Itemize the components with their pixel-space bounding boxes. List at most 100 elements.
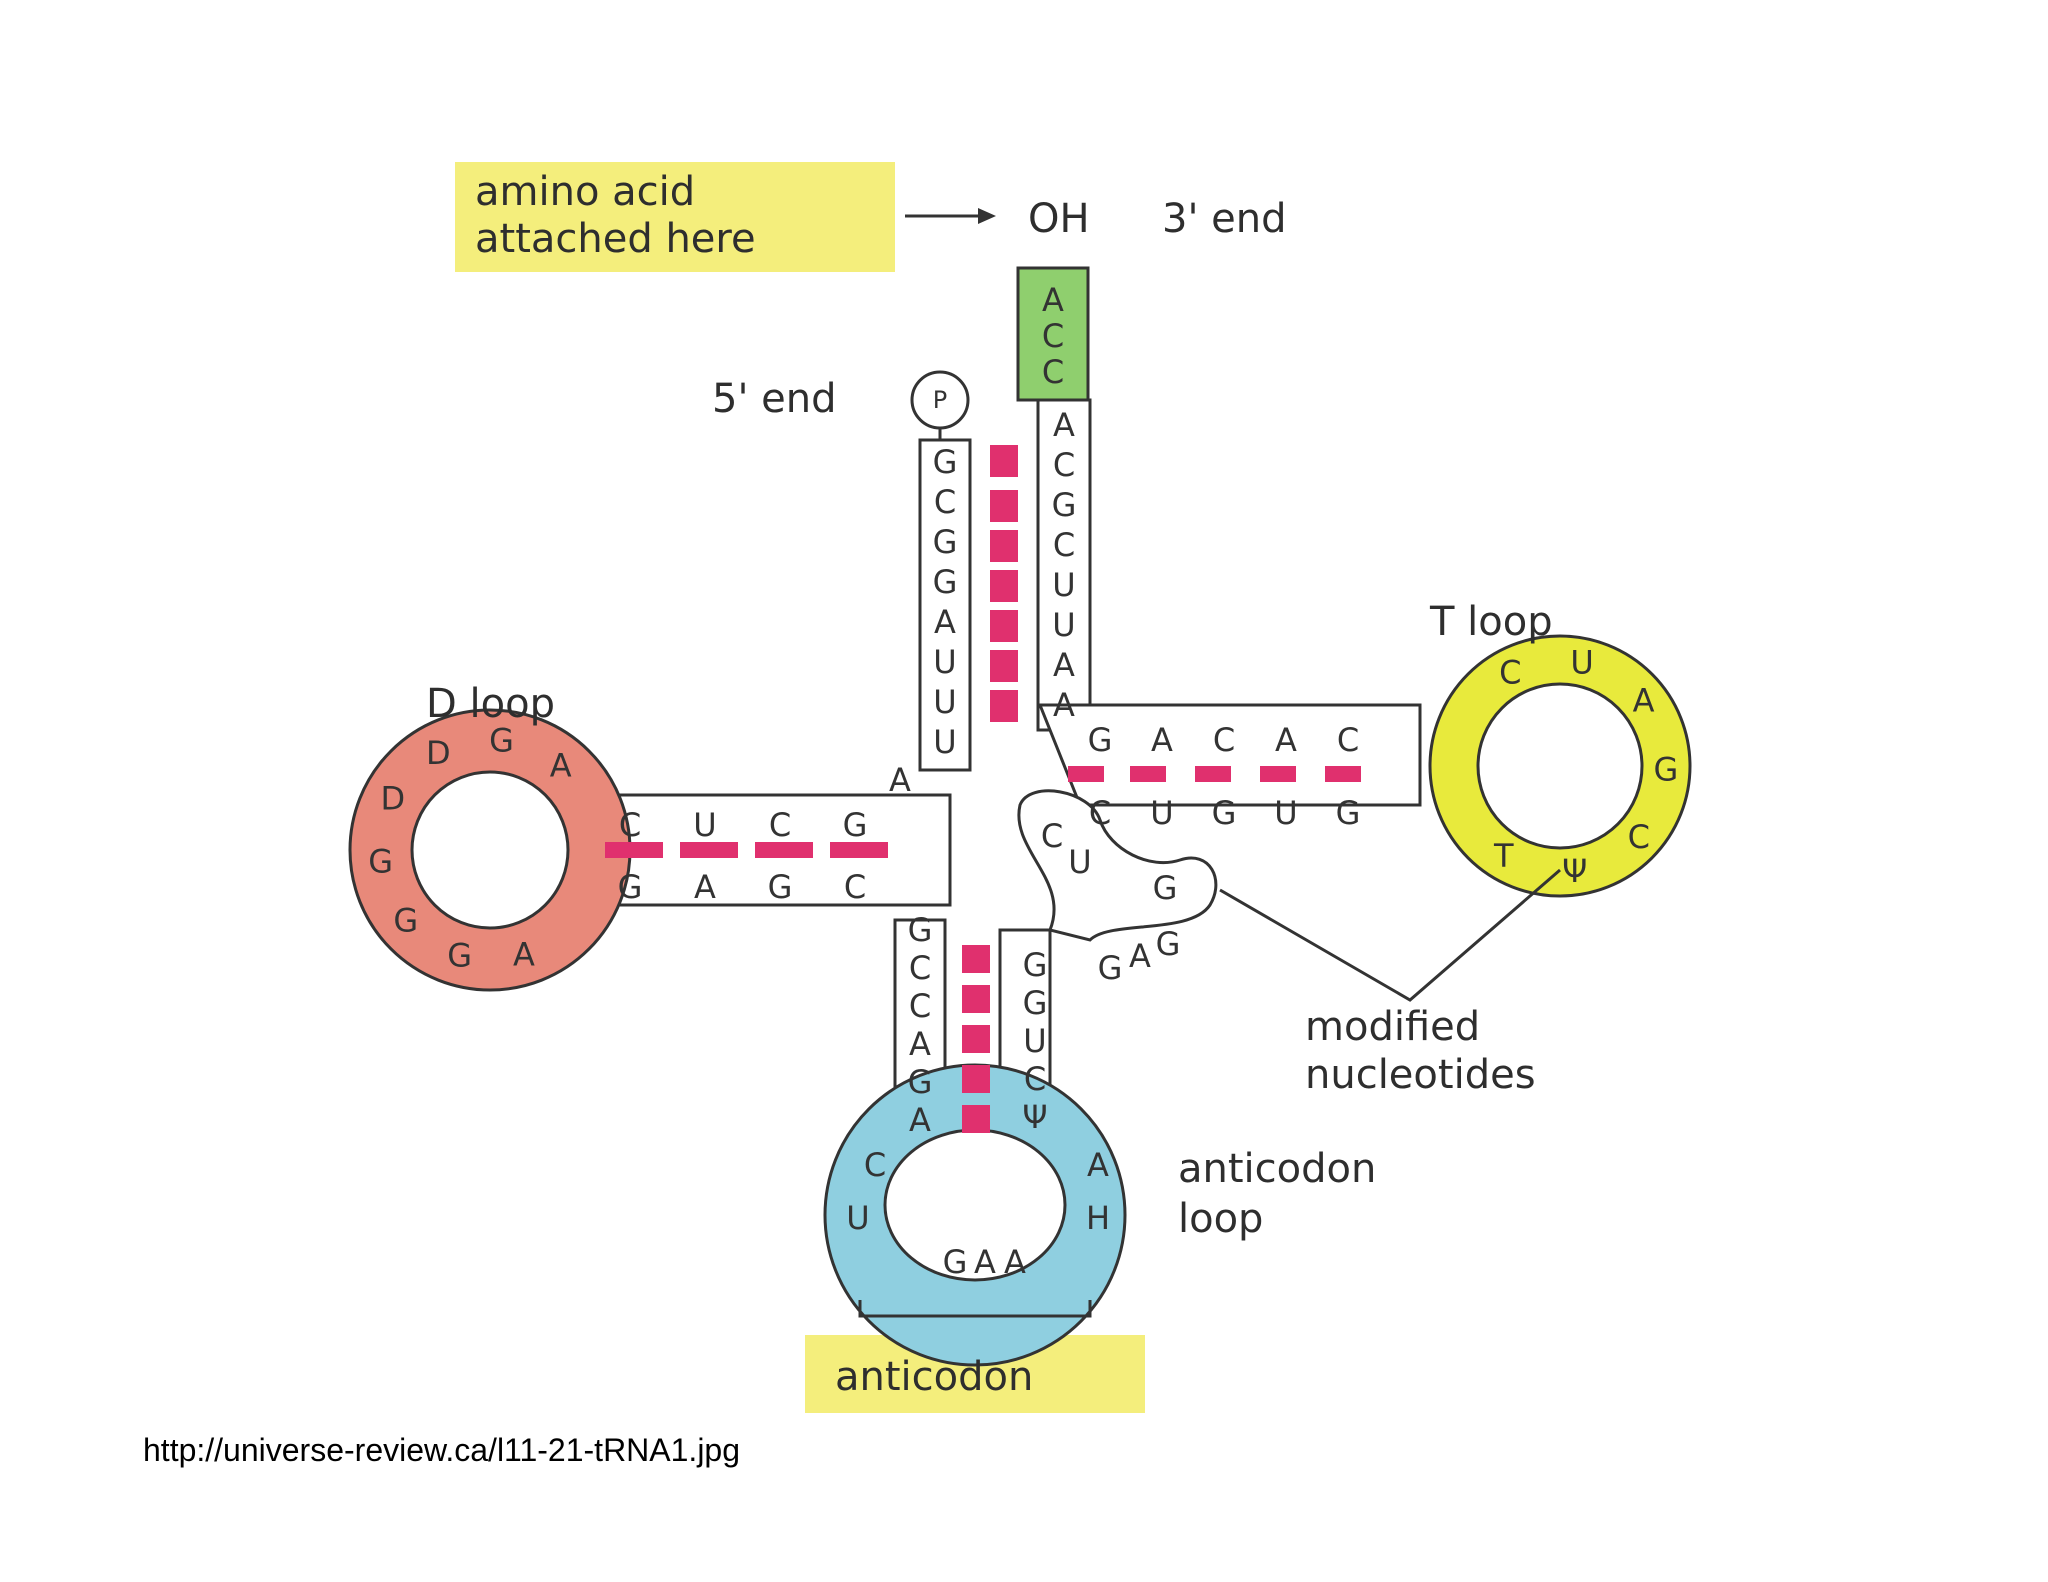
nucleotide: U bbox=[1023, 1022, 1046, 1060]
nucleotide: U bbox=[1052, 606, 1075, 644]
three-prime-label: 3' end bbox=[1162, 196, 1287, 242]
amino-acid-label-line2: attached here bbox=[475, 216, 756, 262]
nucleotide: A bbox=[974, 1243, 996, 1281]
amino-acid-highlight bbox=[455, 162, 895, 272]
anticodon-arm bbox=[823, 918, 1127, 1367]
nucleotide: A bbox=[513, 936, 535, 974]
t-loop-label: T loop bbox=[1429, 599, 1553, 645]
arrow-head bbox=[978, 208, 996, 224]
amino-acid-label-line1: amino acid bbox=[475, 169, 695, 215]
nucleotide: A bbox=[934, 603, 956, 641]
nucleotide: U bbox=[933, 723, 956, 761]
nucleotide: G bbox=[1088, 721, 1113, 759]
nucleotide: U bbox=[933, 683, 956, 721]
nucleotide: G bbox=[943, 1243, 968, 1281]
nucleotide: Ψ bbox=[1562, 852, 1587, 890]
nucleotide: C bbox=[1499, 653, 1521, 691]
phosphate-label: P bbox=[933, 386, 947, 414]
acceptor-stem bbox=[918, 266, 1092, 772]
modified-nucleotides-label-line2: nucleotides bbox=[1305, 1052, 1536, 1098]
acceptor-3prime-end bbox=[1016, 266, 1090, 402]
acceptor-3prime-tail-nucleotides: ACC bbox=[1042, 281, 1064, 391]
nucleotide: G bbox=[1156, 925, 1181, 963]
nucleotide: G bbox=[618, 868, 643, 906]
nucleotide: U bbox=[1052, 566, 1075, 604]
base-pairs bbox=[605, 445, 1361, 1133]
nucleotide: G bbox=[933, 563, 958, 601]
nucleotide: A bbox=[1053, 646, 1075, 684]
nucleotide: C bbox=[1337, 721, 1359, 759]
junction-nucleotides: A bbox=[889, 761, 911, 799]
nucleotide: U bbox=[693, 806, 716, 844]
nucleotide: G bbox=[393, 902, 418, 940]
nucleotide: G bbox=[1052, 486, 1077, 524]
nucleotide: A bbox=[1087, 1146, 1109, 1184]
nucleotide: C bbox=[1024, 1060, 1046, 1098]
nucleotide: A bbox=[1275, 721, 1297, 759]
nucleotide: G bbox=[447, 937, 472, 975]
nucleotide: G bbox=[1654, 751, 1679, 789]
nucleotide: U bbox=[1274, 794, 1297, 832]
nucleotide: U bbox=[933, 643, 956, 681]
nucleotide: A bbox=[1053, 406, 1075, 444]
nucleotide: A bbox=[1053, 686, 1075, 724]
nucleotide: D bbox=[381, 779, 406, 817]
nucleotide: T bbox=[1493, 837, 1514, 875]
anticodon-label: anticodon bbox=[835, 1354, 1033, 1400]
anticodon-bracket bbox=[858, 1300, 1092, 1318]
nucleotide: U bbox=[1150, 794, 1173, 832]
nucleotide: A bbox=[1004, 1243, 1026, 1281]
nucleotide: A bbox=[909, 1101, 931, 1139]
nucleotide: G bbox=[908, 1063, 933, 1101]
source-url: http://universe-review.ca/l11-21-tRNA1.j… bbox=[143, 1432, 741, 1468]
nucleotide: A bbox=[909, 1025, 931, 1063]
d-arm bbox=[348, 708, 952, 992]
nucleotide: H bbox=[1086, 1199, 1110, 1237]
nucleotide: C bbox=[619, 806, 641, 844]
nucleotide: A bbox=[550, 747, 572, 785]
nucleotide: D bbox=[426, 734, 451, 772]
nucleotide: C bbox=[769, 806, 791, 844]
nucleotide: G bbox=[933, 443, 958, 481]
nucleotide: C bbox=[1042, 317, 1064, 355]
nucleotide: C bbox=[1041, 817, 1063, 855]
nucleotide: G bbox=[1212, 794, 1237, 832]
nucleotide: G bbox=[768, 868, 793, 906]
nucleotide: Ψ bbox=[1022, 1098, 1047, 1136]
modified-nucleotides-label-line1: modified bbox=[1305, 1004, 1480, 1050]
five-prime-label: 5' end bbox=[712, 376, 837, 422]
nucleotide: C bbox=[1089, 794, 1111, 832]
nucleotide: C bbox=[909, 987, 931, 1025]
nucleotide: U bbox=[1570, 643, 1593, 681]
nucleotide: C bbox=[844, 868, 866, 906]
nucleotide: G bbox=[908, 911, 933, 949]
nucleotide: A bbox=[889, 761, 911, 799]
d-loop-label: D loop bbox=[426, 681, 555, 727]
nucleotide: C bbox=[864, 1146, 886, 1184]
anticodon-loop-label-line2: loop bbox=[1178, 1196, 1263, 1242]
nucleotide: C bbox=[1042, 353, 1064, 391]
nucleotide: C bbox=[934, 483, 956, 521]
nucleotide: C bbox=[1628, 818, 1650, 856]
nucleotide: G bbox=[933, 523, 958, 561]
variable-loop bbox=[1017, 789, 1218, 942]
nucleotide: A bbox=[1151, 721, 1173, 759]
nucleotide: C bbox=[1053, 526, 1075, 564]
nucleotide: G bbox=[843, 806, 868, 844]
nucleotide: U bbox=[1068, 843, 1091, 881]
nucleotide: U bbox=[846, 1199, 869, 1237]
nucleotide: G bbox=[1023, 984, 1048, 1022]
